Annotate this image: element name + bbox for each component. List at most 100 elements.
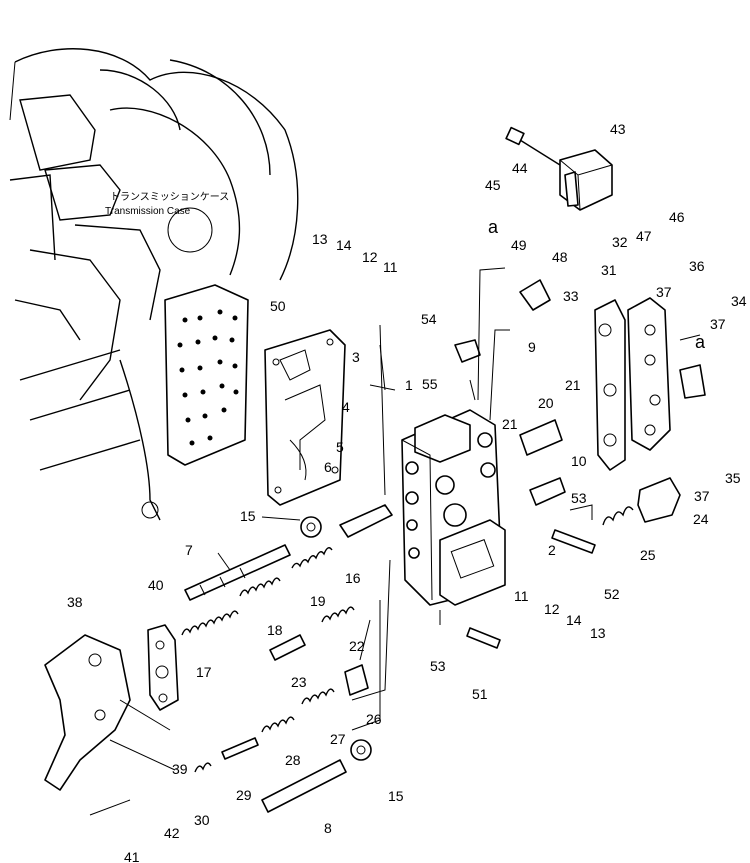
cylinder-24 bbox=[637, 477, 681, 523]
callout-38: 38 bbox=[67, 594, 83, 610]
callout-43: 43 bbox=[610, 121, 626, 137]
callout-30: 30 bbox=[194, 812, 210, 828]
transmission-case bbox=[9, 48, 299, 521]
callout-7: 7 bbox=[185, 542, 193, 558]
callout-3: 3 bbox=[352, 349, 360, 365]
callout-39: 39 bbox=[172, 761, 188, 777]
callout-45: 45 bbox=[485, 177, 501, 193]
callout-12-lower: 12 bbox=[544, 601, 560, 617]
callout-23: 23 bbox=[291, 674, 307, 690]
callout-31: 31 bbox=[601, 262, 617, 278]
callout-35: 35 bbox=[725, 470, 741, 486]
spring-25 bbox=[602, 506, 634, 526]
pin-29 bbox=[221, 737, 259, 760]
callout-21-lower: 21 bbox=[502, 416, 518, 432]
callout-13-lower: 13 bbox=[590, 625, 606, 641]
callout-18: 18 bbox=[267, 622, 283, 638]
callout-15-upper: 15 bbox=[240, 508, 256, 524]
callout-48: 48 bbox=[552, 249, 568, 265]
callout-15-lower: 15 bbox=[388, 788, 404, 804]
callout-14-upper: 14 bbox=[336, 237, 352, 253]
spring-26 bbox=[344, 664, 369, 696]
callout-24: 24 bbox=[693, 511, 709, 527]
spool-20 bbox=[519, 419, 563, 456]
bolt-51 bbox=[466, 627, 501, 649]
callout-27: 27 bbox=[330, 731, 346, 747]
leader-lines bbox=[89, 267, 701, 816]
callout-10: 10 bbox=[571, 453, 587, 469]
solenoid-43 bbox=[505, 126, 613, 211]
callout-34: 34 bbox=[731, 293, 747, 309]
callout-36: 36 bbox=[689, 258, 705, 274]
callout-46: 46 bbox=[669, 209, 685, 225]
callout-33: 33 bbox=[563, 288, 579, 304]
callout-28: 28 bbox=[285, 752, 301, 768]
callout-52: 52 bbox=[604, 586, 620, 602]
callout-37-middle: 37 bbox=[710, 316, 726, 332]
callout-50: 50 bbox=[270, 298, 286, 314]
spring-30 bbox=[194, 762, 212, 773]
callout-2: 2 bbox=[548, 542, 556, 558]
callout-4: 4 bbox=[342, 399, 350, 415]
case-label-japanese: トランスミッションケース bbox=[110, 191, 229, 203]
ref-letter-a-right: a bbox=[695, 332, 706, 352]
callout-16: 16 bbox=[345, 570, 361, 586]
callout-37-upper: 37 bbox=[656, 284, 672, 300]
cover-31 bbox=[627, 297, 706, 451]
spool-7 bbox=[184, 544, 291, 601]
case-label-english: Transmission Case bbox=[105, 206, 191, 217]
callout-26: 26 bbox=[366, 711, 382, 727]
spring-19 bbox=[291, 547, 333, 569]
callout-51: 51 bbox=[472, 686, 488, 702]
callout-44: 44 bbox=[512, 160, 528, 176]
bolt-52 bbox=[551, 529, 596, 554]
callout-41: 41 bbox=[124, 849, 140, 863]
gasket-plate-50 bbox=[264, 329, 346, 506]
callout-17: 17 bbox=[196, 664, 212, 680]
callout-9: 9 bbox=[528, 339, 536, 355]
callout-37-lower: 37 bbox=[694, 488, 710, 504]
callout-55: 55 bbox=[422, 376, 438, 392]
callout-8: 8 bbox=[324, 820, 332, 836]
callout-21-upper: 21 bbox=[565, 377, 581, 393]
callout-42: 42 bbox=[164, 825, 180, 841]
valve-10 bbox=[529, 477, 566, 506]
spring-27 bbox=[301, 688, 335, 705]
spring-17 bbox=[181, 610, 239, 636]
callout-53-lower: 53 bbox=[430, 658, 446, 674]
callout-40: 40 bbox=[148, 577, 164, 593]
callout-13-upper: 13 bbox=[312, 231, 328, 247]
gasket-40 bbox=[147, 624, 179, 711]
callout-54: 54 bbox=[421, 311, 437, 327]
callout-53-upper: 53 bbox=[571, 490, 587, 506]
gasket-33 bbox=[594, 299, 626, 471]
bracket-38 bbox=[44, 634, 131, 791]
plug-54 bbox=[454, 339, 481, 363]
callout-14-lower: 14 bbox=[566, 612, 582, 628]
spring-22 bbox=[321, 606, 355, 623]
callout-19: 19 bbox=[310, 593, 326, 609]
callout-47: 47 bbox=[636, 228, 652, 244]
callout-11-lower: 11 bbox=[514, 588, 529, 604]
callout-6: 6 bbox=[324, 459, 332, 475]
callout-11-upper: 11 bbox=[383, 259, 398, 275]
callout-labels: 1 2 3 4 5 6 7 8 9 10 11 11 12 12 13 13 1… bbox=[67, 121, 747, 863]
callout-20: 20 bbox=[538, 395, 554, 411]
ref-letter-a-left: a bbox=[488, 217, 499, 237]
callout-5: 5 bbox=[336, 439, 344, 455]
callout-22: 22 bbox=[349, 638, 365, 654]
spool-8 bbox=[261, 759, 347, 813]
ring-15-upper bbox=[300, 516, 322, 538]
callout-1: 1 bbox=[405, 377, 413, 393]
callout-32: 32 bbox=[612, 234, 628, 250]
ring-15-lower bbox=[350, 739, 372, 761]
callout-49: 49 bbox=[511, 237, 527, 253]
valve-body-1 bbox=[401, 409, 506, 606]
callout-29: 29 bbox=[236, 787, 252, 803]
callout-25: 25 bbox=[640, 547, 656, 563]
spring-18 bbox=[239, 577, 281, 597]
piston-23 bbox=[269, 634, 306, 661]
sensor-48 bbox=[519, 279, 551, 311]
spring-28 bbox=[261, 716, 295, 733]
